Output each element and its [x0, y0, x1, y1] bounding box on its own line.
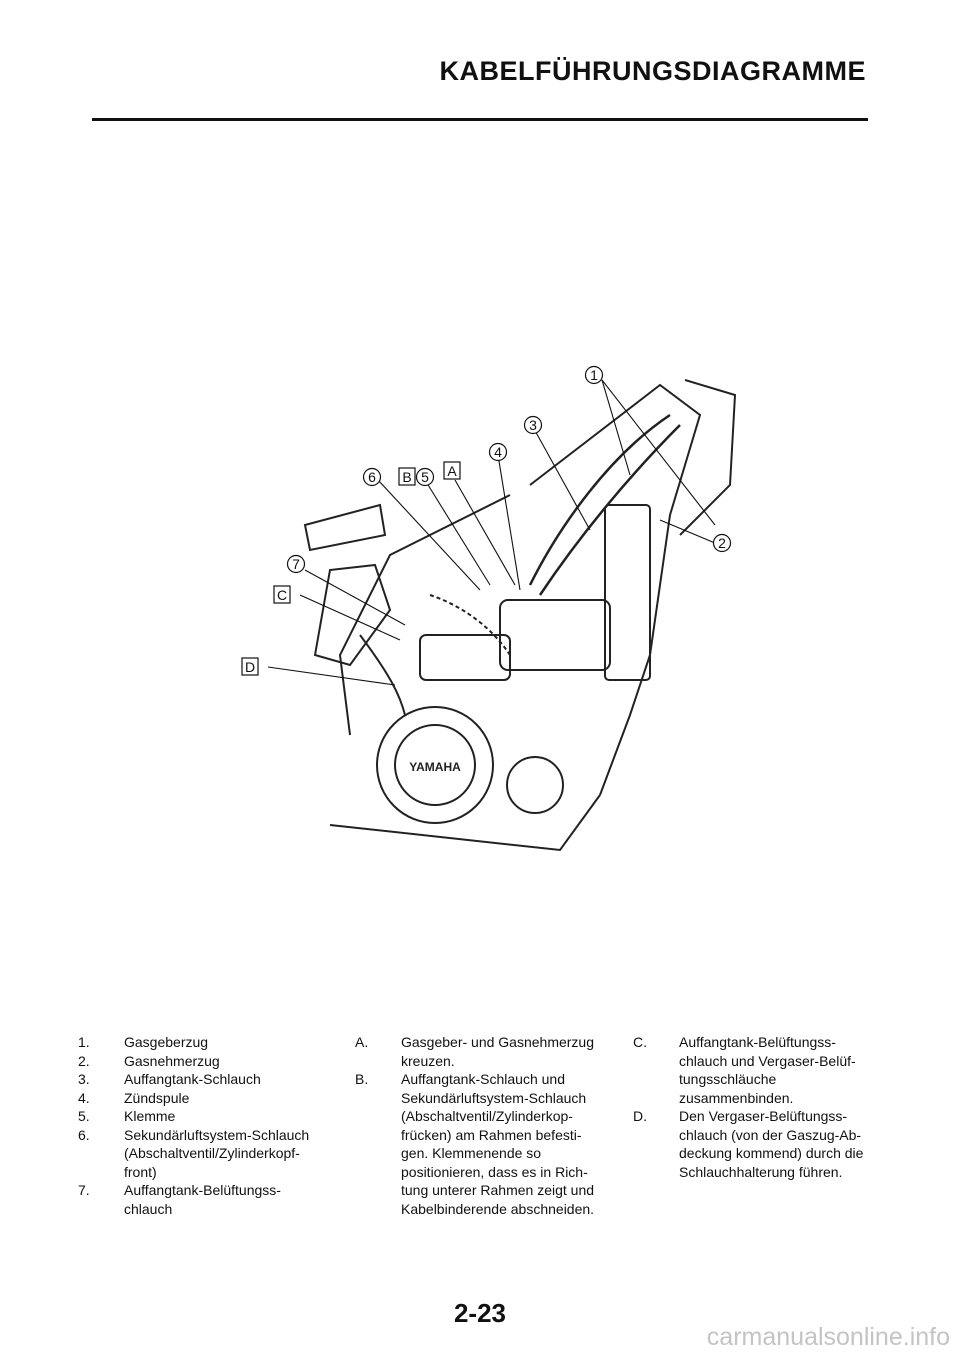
tank-bracket [303, 503, 387, 552]
title-divider [92, 118, 868, 121]
frame-down-tube [338, 494, 511, 736]
page-number: 2-23 [453, 1298, 507, 1328]
watermark: carmanualsonline.info [706, 1323, 950, 1351]
svg-text:2: 2 [718, 535, 726, 551]
radiator [604, 504, 651, 681]
svg-text:B: B [402, 469, 411, 485]
legend-numbered: 1.Gasgeberzug 2.Gasnehmerzug 3.Auffangta… [78, 1033, 338, 1218]
frame-main-tube [529, 383, 702, 796]
svg-text:A: A [447, 463, 457, 479]
tank-body [313, 563, 392, 667]
svg-text:6: 6 [368, 469, 376, 485]
callout-6: 6 [362, 467, 382, 487]
callout-1: 1 [584, 365, 604, 385]
svg-text:4: 4 [494, 444, 502, 460]
callout-4: 4 [488, 442, 508, 462]
callout-C: C [273, 585, 291, 604]
svg-text:D: D [245, 659, 255, 675]
legend-item: 7.Auffangtank-Belüftungss- chlauch [78, 1182, 281, 1217]
legend-item: B.Auffangtank-Schlauch und Sekundärlufts… [355, 1071, 595, 1217]
legend-item: 5.Klemme [78, 1108, 176, 1124]
callout-A: A [443, 461, 461, 480]
page-title: KABELFÜHRUNGSDIAGRAMME [439, 56, 866, 86]
legend-lettered-ab: A.Gasgeber- und Gasnehmerzug kreuzen. B.… [355, 1033, 615, 1218]
legend-item: 3.Auffangtank-Schlauch [78, 1071, 261, 1087]
callout-5: 5 [415, 467, 435, 487]
svg-text:3: 3 [529, 417, 537, 433]
legend-lettered-cd: C.Auffangtank-Belüftungss- chlauch und V… [633, 1033, 893, 1181]
output-shaft [506, 756, 564, 814]
carburetor [419, 634, 511, 681]
legend-item: 1.Gasgeberzug [78, 1034, 209, 1050]
legend-item: A.Gasgeber- und Gasnehmerzug kreuzen. [355, 1034, 594, 1069]
cable-routing-diagram: YAMAHA 1 2 3 4 5 6 7 A B C D [241, 365, 737, 852]
cable-routing-2 [538, 424, 681, 596]
cylinder-head [499, 599, 611, 671]
callout-D: D [241, 657, 259, 676]
legend-item: 2.Gasnehmerzug [78, 1052, 220, 1069]
hose-routing-2 [359, 634, 406, 716]
callout-B: B [398, 467, 416, 486]
svg-text:1: 1 [590, 367, 598, 383]
callout-3: 3 [523, 415, 543, 435]
legend-item: D.Den Vergaser-Belüftungss- chlauch (von… [633, 1108, 864, 1180]
legend-item: C.Auffangtank-Belüftungss- chlauch und V… [633, 1034, 856, 1106]
frame-bottom [329, 794, 601, 852]
svg-text:7: 7 [292, 556, 300, 572]
legend-item: 4.Zündspule [78, 1089, 190, 1106]
crankcase-cover [376, 706, 494, 824]
crankcase-inner [394, 724, 476, 806]
brand-label: YAMAHA [409, 760, 461, 774]
callout-2: 2 [712, 533, 732, 553]
hose-routing [429, 594, 511, 656]
cable-routing [528, 413, 671, 586]
svg-text:C: C [277, 587, 287, 603]
svg-text:5: 5 [421, 469, 429, 485]
callout-7: 7 [286, 554, 306, 574]
legend-item: 6.Sekundärluftsystem-Schlauch (Abschaltv… [78, 1126, 310, 1180]
frame-rear-tube [679, 379, 737, 536]
